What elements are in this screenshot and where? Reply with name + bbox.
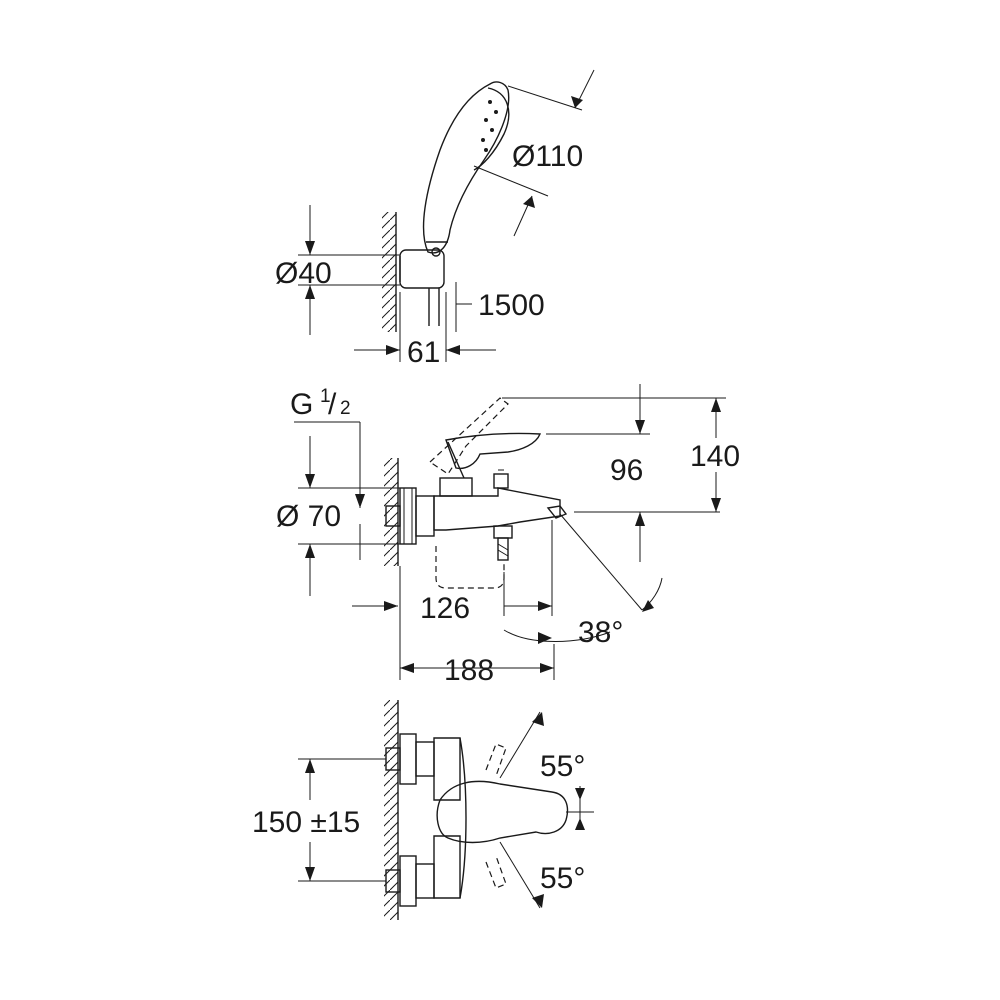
shower-head-diameter-label: Ø110 xyxy=(512,140,583,173)
hand-shower xyxy=(422,81,510,257)
body-diameter-label: Ø 70 xyxy=(276,500,341,533)
total-depth-label: 188 xyxy=(444,654,494,687)
dim-thread-leader xyxy=(294,421,365,560)
thread-label: G xyxy=(290,388,313,421)
dim-lever-angle-top xyxy=(499,711,585,824)
wall-hatch-3 xyxy=(384,700,399,920)
dim-shower-head-diameter xyxy=(473,69,595,237)
lever-swing-positions xyxy=(485,743,507,889)
dim-total-depth xyxy=(399,566,555,680)
total-height-label: 140 xyxy=(690,440,740,473)
lever-angle-top-label: 55° xyxy=(540,750,585,783)
dim-lever-angle-bottom xyxy=(499,811,594,909)
shower-holder xyxy=(399,249,445,289)
hose-length-label: 1500 xyxy=(478,289,545,322)
diverter-valve xyxy=(493,525,513,561)
wall-hatch-2 xyxy=(384,458,399,566)
svg-text:/: / xyxy=(328,388,337,421)
wall-connection-nut xyxy=(385,487,435,545)
thread-denominator: 2 xyxy=(340,398,351,419)
dim-body-diameter xyxy=(298,436,400,596)
thread-numerator: 1 xyxy=(320,386,331,407)
dim-spout-height xyxy=(546,384,720,562)
spout-height-label: 96 xyxy=(610,454,643,487)
spray-nozzles xyxy=(481,100,498,152)
mixer-body xyxy=(433,469,568,531)
wall-hatch-1 xyxy=(382,212,397,332)
spout-angle-label: 38° xyxy=(578,616,623,649)
view-mixer-side: G 1 / 2 Ø 70 96 xyxy=(276,384,740,687)
dim-centers xyxy=(298,758,386,882)
view-mixer-top: 55° 55° 150 ±15 xyxy=(252,700,594,920)
dim-holder-projection xyxy=(354,292,496,362)
holder-diameter-label: Ø40 xyxy=(275,257,332,290)
dim-hose-length xyxy=(455,282,472,332)
lever-angle-bottom-label: 55° xyxy=(540,862,585,895)
dim-total-height xyxy=(502,397,726,512)
mixer-body-top xyxy=(433,737,569,899)
lever-open-position xyxy=(429,397,509,475)
dim-holder-diameter xyxy=(298,205,400,335)
hose-connection-path xyxy=(435,546,505,589)
mixer-lever xyxy=(445,432,542,479)
view-hand-shower: Ø110 Ø40 1500 61 xyxy=(275,69,595,369)
centers-label: 150 ±15 xyxy=(252,806,360,839)
holder-projection-label: 61 xyxy=(407,336,440,369)
spout-offset-label: 126 xyxy=(420,592,470,625)
dim-spout-offset xyxy=(352,520,553,616)
shower-hose xyxy=(428,288,440,326)
dim-spout-angle xyxy=(503,513,663,644)
